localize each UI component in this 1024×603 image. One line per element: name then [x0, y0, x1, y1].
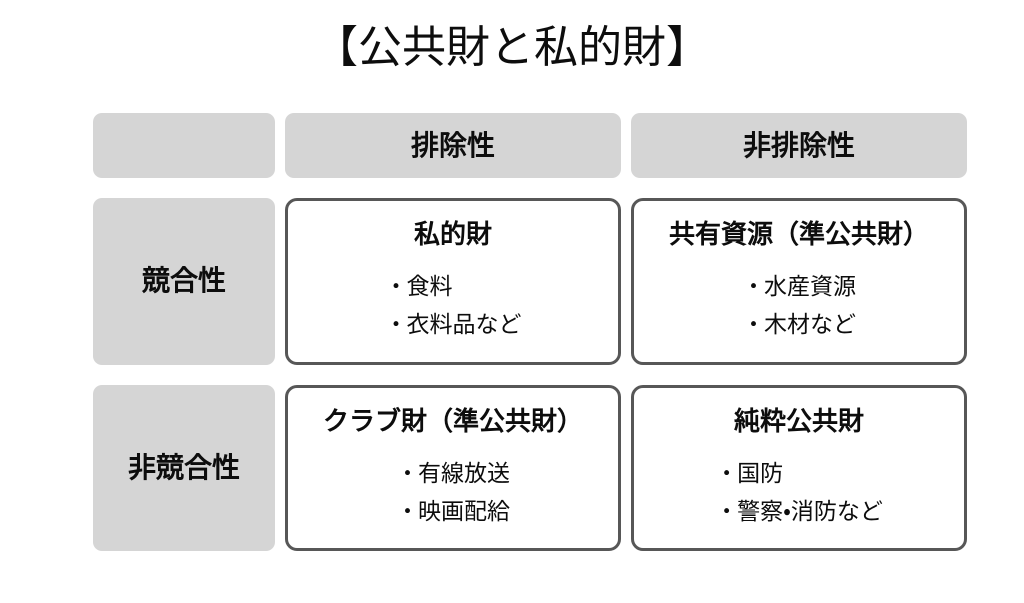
quadrant-private-goods: 私的財 ・ 食料 ・ 衣料品など: [285, 198, 621, 365]
list-item-label: 有線放送: [418, 459, 510, 486]
column-header-excludable: 排除性: [285, 113, 621, 178]
page-title: 【公共財と私的財】: [314, 23, 710, 72]
public-goods-matrix: 排除性 非排除性 競合性 私的財 ・ 食料 ・ 衣料品など 共有資源（準公: [93, 113, 967, 551]
bullet-icon: ・: [384, 273, 408, 299]
list-item-label: 木材など: [764, 311, 856, 337]
list-item-label: 警察・消防など: [737, 497, 883, 524]
row-header-non-rival-label: 非競合性: [127, 451, 240, 483]
quadrant-club-goods: クラブ財（準公共財） ・ 有線放送 ・ 映画配給: [285, 384, 621, 551]
row-header-non-rival: 非競合性: [93, 384, 275, 551]
quadrant-common-resources-title: 共有資源（準公共財）: [668, 219, 929, 249]
list-item-label: 食料: [406, 273, 453, 299]
quadrant-common-resources-list: ・ 水産資源 ・ 木材など: [742, 267, 856, 343]
list-item-label: 映画配給: [418, 497, 510, 524]
list-item: ・ 映画配給: [396, 492, 510, 530]
column-header-excludable-label: 排除性: [410, 129, 495, 161]
bullet-icon: ・: [396, 459, 419, 486]
list-item-label: 衣料品など: [406, 311, 522, 337]
list-item-label: 水産資源: [764, 273, 856, 299]
bullet-icon: ・: [715, 459, 739, 486]
matrix-corner-cell: [93, 113, 275, 178]
quadrant-club-goods-title: クラブ財（準公共財）: [322, 405, 583, 436]
list-item: ・ 木材など: [742, 305, 856, 343]
list-item: ・ 警察・消防など: [715, 492, 883, 530]
list-item-label: 国防: [737, 459, 784, 486]
bullet-icon: ・: [384, 311, 408, 337]
bullet-icon: ・: [742, 273, 765, 299]
quadrant-pure-public-goods-title: 純粋公共財: [733, 405, 864, 436]
bullet-icon: ・: [396, 497, 419, 524]
bullet-icon: ・: [715, 497, 739, 524]
quadrant-club-goods-list: ・ 有線放送 ・ 映画配給: [396, 454, 510, 530]
column-header-non-excludable: 非排除性: [631, 113, 967, 178]
list-item: ・ 水産資源: [742, 267, 856, 305]
list-item: ・ 有線放送: [396, 454, 510, 492]
row-header-rival: 競合性: [93, 198, 275, 365]
quadrant-private-goods-title: 私的財: [413, 219, 492, 249]
quadrant-private-goods-list: ・ 食料 ・ 衣料品など: [385, 267, 522, 343]
quadrant-common-resources: 共有資源（準公共財） ・ 水産資源 ・ 木材など: [631, 198, 967, 365]
column-header-non-excludable-label: 非排除性: [742, 129, 855, 161]
quadrant-pure-public-goods-list: ・ 国防 ・ 警察・消防など: [715, 454, 883, 530]
quadrant-pure-public-goods: 純粋公共財 ・ 国防 ・ 警察・消防など: [631, 384, 967, 551]
list-item: ・ 食料: [385, 267, 522, 305]
list-item: ・ 衣料品など: [385, 305, 522, 343]
list-item: ・ 国防: [715, 454, 883, 492]
bullet-icon: ・: [742, 311, 765, 337]
row-header-rival-label: 競合性: [141, 265, 226, 297]
